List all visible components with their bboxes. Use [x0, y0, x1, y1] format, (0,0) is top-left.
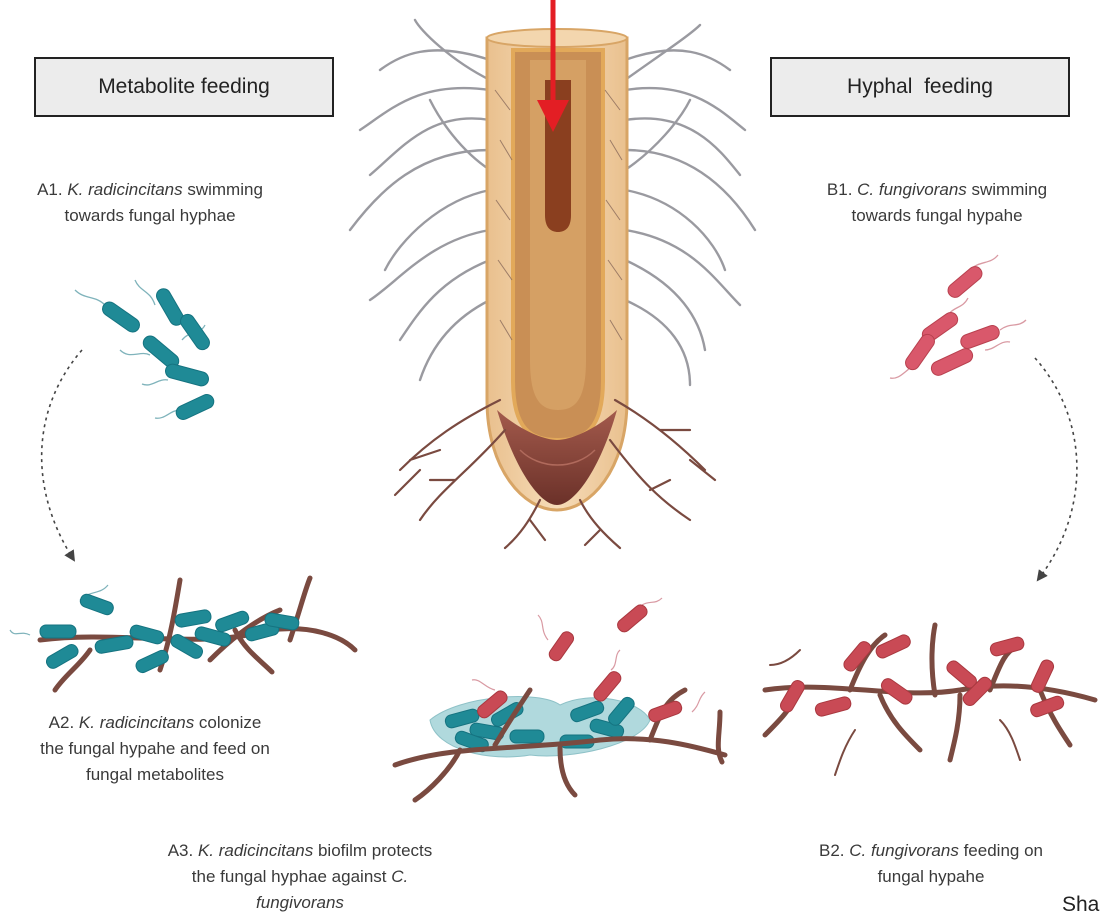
caption-a3-line2b: C.	[391, 867, 408, 886]
caption-a3-line3: fungivorans	[256, 893, 344, 912]
caption-b1-species: C. fungivorans	[857, 180, 967, 199]
caption-a2-rest: colonize	[194, 713, 261, 732]
caption-a2-line2: the fungal hypahe and feed on	[40, 739, 270, 758]
dotted-arrow-right	[1035, 358, 1077, 577]
caption-a3-species: K. radicincitans	[198, 841, 313, 860]
caption-a2-species: K. radicincitans	[79, 713, 194, 732]
hyphal-feeding-box: Hyphal feeding	[770, 57, 1070, 117]
caption-a1-rest: swimming	[183, 180, 263, 199]
a3-biofilm-hyphae	[395, 598, 725, 800]
pink-bacteria-swimming	[890, 255, 1026, 378]
caption-a1-species: K. radicincitans	[67, 180, 182, 199]
cut-off-text: Sha	[1062, 893, 1099, 917]
caption-a1: A1. K. radicincitans swimming towards fu…	[10, 177, 290, 229]
caption-a2-prefix: A2.	[49, 713, 79, 732]
caption-a3-line2a: the fungal hyphae against	[192, 867, 391, 886]
caption-a2-line3: fungal metabolites	[86, 765, 224, 784]
dotted-arrow-left	[42, 350, 82, 557]
caption-b2-prefix: B2.	[819, 841, 849, 860]
caption-a3: A3. K. radicincitans biofilm protects th…	[110, 838, 490, 916]
metabolite-feeding-box: Metabolite feeding	[34, 57, 334, 117]
a2-colonized-hyphae	[10, 578, 355, 690]
b2-feeding-hyphae	[765, 625, 1095, 775]
caption-b1: B1. C. fungivorans swimming towards fung…	[787, 177, 1087, 229]
caption-b2: B2. C. fungivorans feeding on fungal hyp…	[781, 838, 1081, 890]
caption-b1-rest: swimming	[967, 180, 1047, 199]
caption-b2-line2: fungal hypahe	[878, 867, 985, 886]
caption-a3-rest: biofilm protects	[313, 841, 432, 860]
caption-b2-species: C. fungivorans	[849, 841, 959, 860]
caption-a1-line2: towards fungal hyphae	[64, 206, 235, 225]
caption-a2: A2. K. radicincitans colonize the fungal…	[5, 710, 305, 788]
teal-bacteria-swimming	[75, 280, 216, 422]
caption-a1-prefix: A1.	[37, 180, 67, 199]
caption-b1-prefix: B1.	[827, 180, 857, 199]
caption-b1-line2: towards fungal hypahe	[851, 206, 1022, 225]
caption-a3-prefix: A3.	[168, 841, 198, 860]
caption-b2-rest: feeding on	[959, 841, 1043, 860]
